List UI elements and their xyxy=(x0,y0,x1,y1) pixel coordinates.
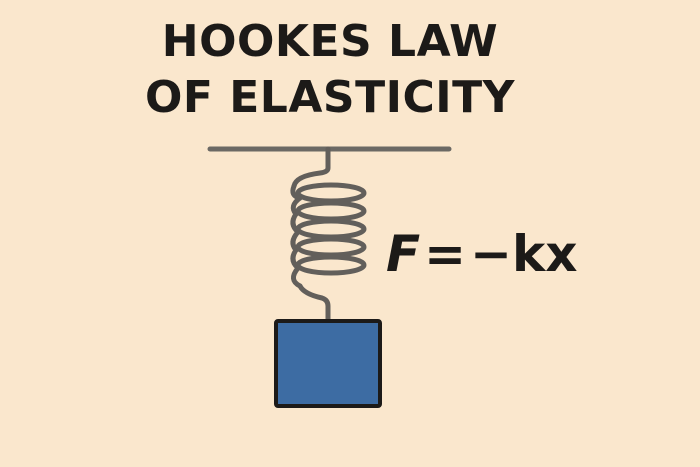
title-line-1: HOOKES LAW xyxy=(161,16,499,67)
formula-rhs: −kx xyxy=(470,225,578,283)
title-line-2: OF ELASTICITY xyxy=(144,72,516,123)
force-symbol: F xyxy=(386,225,421,283)
hookes-law-formula: F=−kx xyxy=(386,222,577,286)
spring-icon xyxy=(290,146,367,324)
mass-block xyxy=(274,319,382,408)
diagram-title: HOOKES LAW OF ELASTICITY xyxy=(0,14,660,126)
equals-sign: = xyxy=(424,225,467,283)
